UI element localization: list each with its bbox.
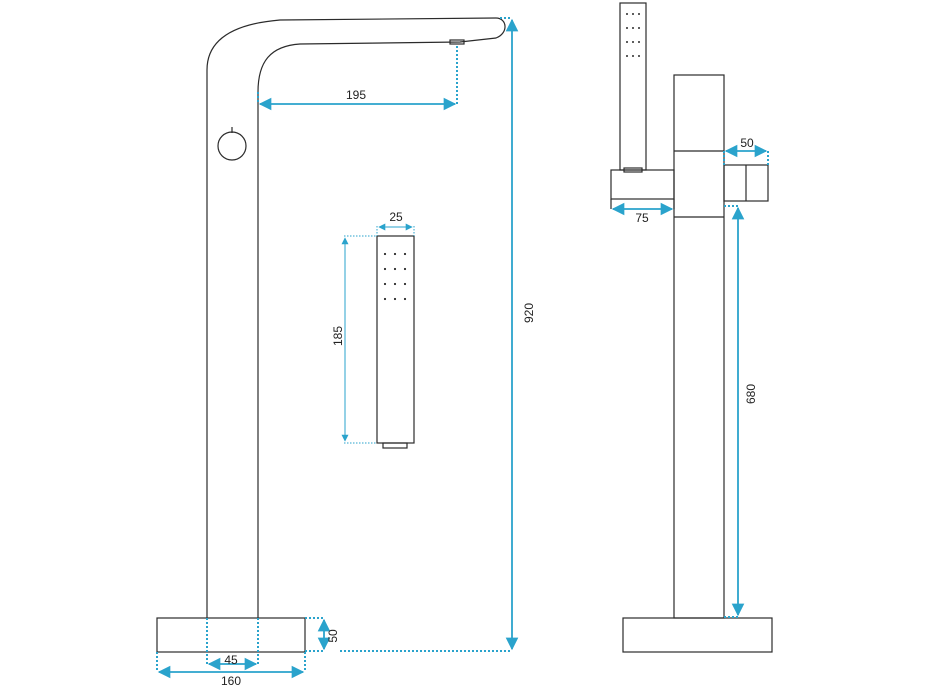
- label-holder-width: 75: [635, 211, 649, 225]
- label-holder-height: 680: [744, 384, 758, 404]
- hand-shower-detail: [376, 235, 415, 449]
- hand-shower-body: [376, 235, 415, 444]
- side-hand-shower: [619, 2, 647, 171]
- faucet-base: [156, 617, 306, 653]
- label-hand-shower-length: 185: [331, 326, 345, 346]
- mixer-knob: [217, 131, 247, 161]
- label-holder-depth: 50: [740, 136, 754, 150]
- side-view: [610, 2, 773, 653]
- front-view: [156, 17, 506, 653]
- label-base-width: 160: [221, 674, 241, 686]
- label-hand-shower-width: 25: [389, 210, 403, 224]
- dimension-labels: 195 920 25 185 50 45 160 50 75 680: [221, 88, 758, 686]
- side-base: [622, 617, 773, 653]
- holder-bracket: [610, 169, 675, 200]
- label-total-height: 920: [522, 303, 536, 323]
- label-spout-reach: 195: [346, 88, 366, 102]
- label-column-width: 45: [224, 653, 238, 667]
- faucet-body-outline: [206, 17, 506, 618]
- dimension-lines: [156, 17, 769, 679]
- label-base-height: 50: [326, 629, 340, 643]
- hand-shower-connector: [382, 442, 408, 449]
- side-column: [673, 74, 725, 619]
- aerator: [449, 39, 465, 45]
- hand-shower-nozzles: [383, 252, 407, 301]
- side-hand-shower-nozzles: [626, 13, 640, 57]
- side-hand-shower-connector: [623, 167, 643, 173]
